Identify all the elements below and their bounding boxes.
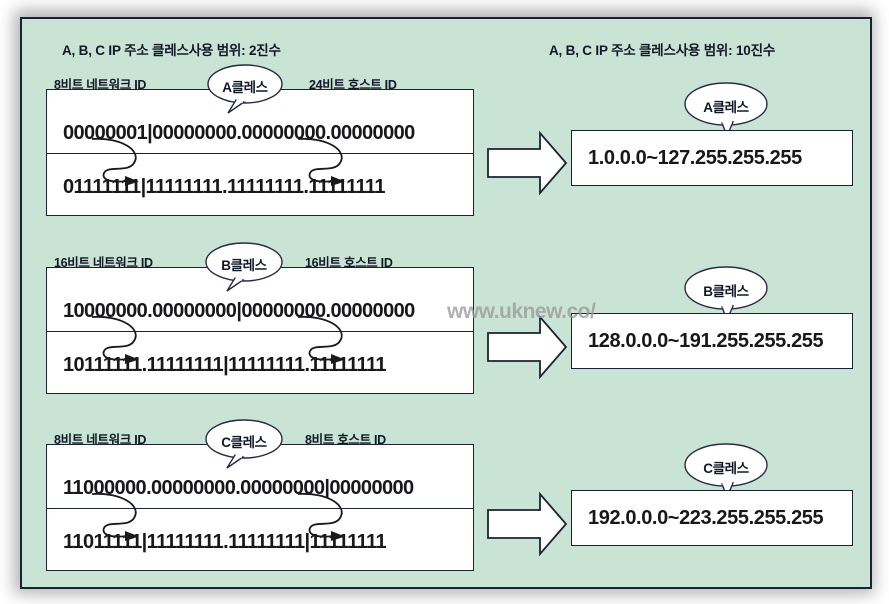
right-column-title: A, B, C IP 주소 클레스사용 범위: 10진수 [549,43,776,58]
c-range-box: 192.0.0.0~223.255.255.255 [571,490,853,546]
c-range-text: 192.0.0.0~223.255.255.255 [588,506,824,529]
a-range-box: 1.0.0.0~127.255.255.255 [571,130,853,186]
b-range-box: 128.0.0.0~191.255.255.255 [571,313,853,369]
a-class-bubble-left: A클레스 [206,63,284,115]
a-host-id-label: 24비트 호스트 ID [309,78,397,92]
c-host-id-label: 8비트 호스트 ID [305,433,386,447]
b-host-id-label: 16비트 호스트 ID [305,256,393,270]
c-binary-max-text: 11011111|11111111.11111111|11111111 [63,531,387,553]
b-binary-min-text: 10000000.00000000|00000000.00000000 [63,300,415,322]
b-class-bubble-left: B클레스 [204,241,284,293]
c-binary-row-max [47,507,473,572]
c-class-bubble-left: C클레스 [204,418,284,470]
a-range-text: 1.0.0.0~127.255.255.255 [588,146,802,169]
diagram-panel: A, B, C IP 주소 클레스사용 범위: 2진수 A, B, C IP 주… [20,17,872,589]
b-range-text: 128.0.0.0~191.255.255.255 [588,329,824,352]
a-transition-arrow [487,130,568,196]
c-transition-arrow [487,491,568,557]
b-binary-row-max [47,330,473,395]
b-binary-max-text: 10111111.11111111|11111111.11111111 [63,354,387,376]
a-binary-max-text: 01111111|11111111.11111111.11111111 [63,176,385,198]
left-column-title: A, B, C IP 주소 클레스사용 범위: 2진수 [62,43,281,58]
c-network-id-label: 8비트 네트워크 ID [54,433,147,447]
c-binary-min-text: 11000000.00000000.00000000|00000000 [63,477,414,499]
b-network-id-label: 16비트 네트워크 ID [54,256,153,270]
a-binary-row-max [47,152,473,217]
b-transition-arrow [487,314,568,380]
a-network-id-label: 8비트 네트워크 ID [54,78,147,92]
b-binary-box [46,267,474,394]
a-class-bubble-right: A클레스 [683,81,769,138]
a-binary-min-text: 00000001|00000000.00000000.00000000 [63,122,415,144]
